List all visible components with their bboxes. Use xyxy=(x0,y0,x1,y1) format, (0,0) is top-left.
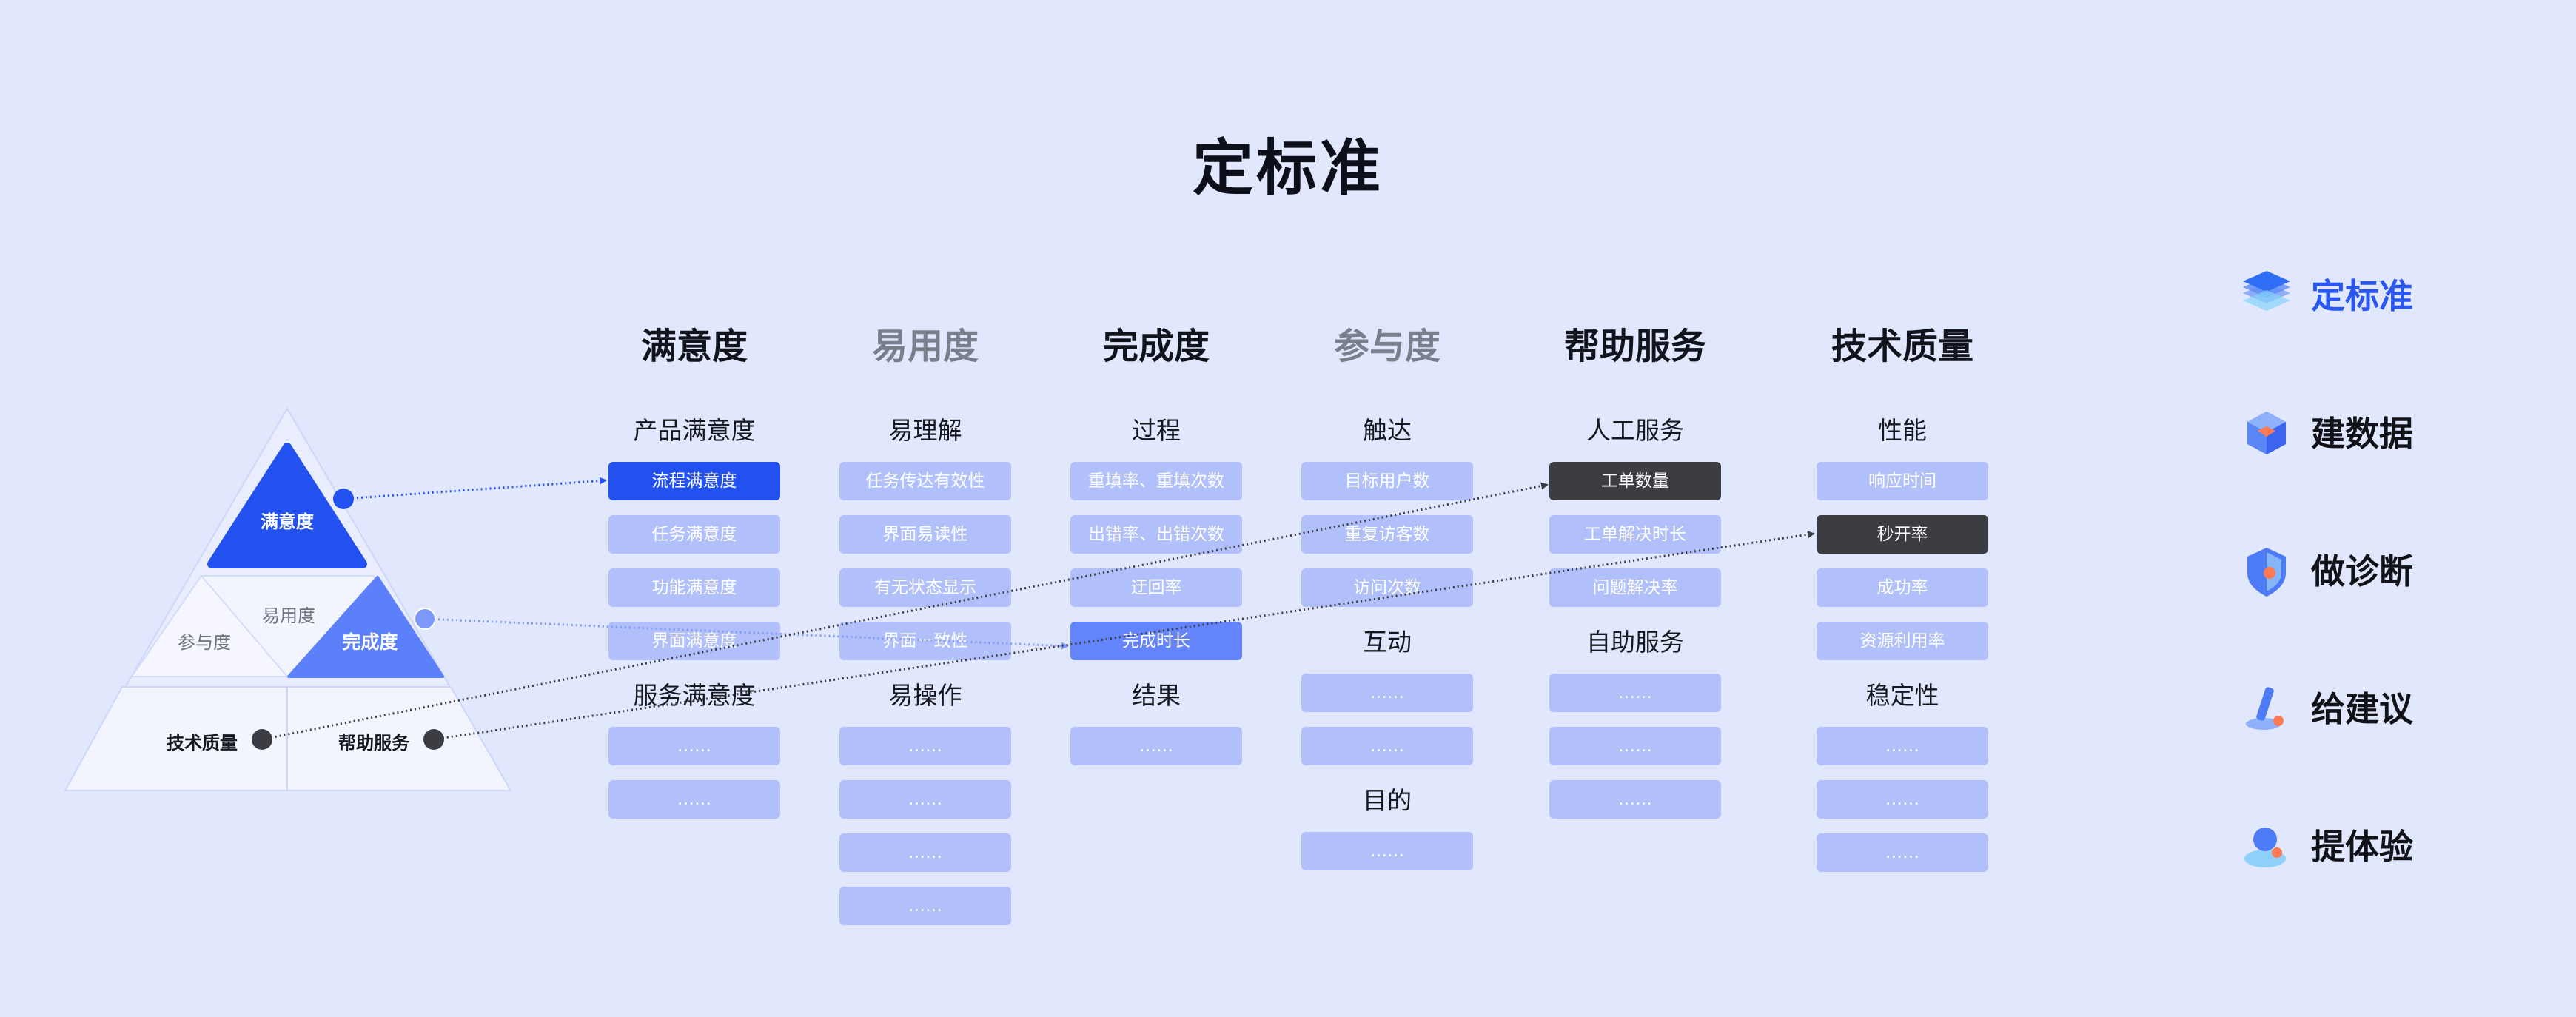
metric-item[interactable]: 任务满意度 xyxy=(608,515,780,554)
layers-icon xyxy=(2243,271,2290,311)
cube-icon xyxy=(2247,412,2286,454)
nav-label: 给建议 xyxy=(2311,689,2413,729)
metric-item[interactable]: 界面易读性 xyxy=(839,515,1011,554)
column-heading: 满意度 xyxy=(640,326,748,367)
metric-item[interactable]: 响应时间 xyxy=(1817,462,1988,500)
group-title: 人工服务 xyxy=(1586,416,1684,445)
group-title: 互动 xyxy=(1363,628,1412,657)
metric-item[interactable]: …… xyxy=(1301,832,1473,870)
nav-item-diagnose[interactable]: 做诊断 xyxy=(2237,542,2459,601)
metric-item[interactable]: 成功率 xyxy=(1817,568,1988,607)
metric-item[interactable]: 访问次数 xyxy=(1301,568,1473,607)
metric-item[interactable]: 目标用户数 xyxy=(1301,462,1473,500)
group-title: 过程 xyxy=(1132,416,1181,445)
nav-item-advice[interactable]: 给建议 xyxy=(2237,679,2459,739)
column-heading: 完成度 xyxy=(1102,326,1210,367)
person-icon xyxy=(2244,828,2286,867)
page-title: 定标准 xyxy=(1192,133,1383,204)
pyramid-label-engagement: 参与度 xyxy=(178,632,231,653)
help-service-dot xyxy=(423,729,444,750)
metric-item[interactable]: 工单数量 xyxy=(1549,462,1721,500)
group-title: 产品满意度 xyxy=(633,416,756,445)
nav-item-standards[interactable]: 定标准 xyxy=(2237,266,2459,326)
pyramid-label-usability: 易用度 xyxy=(262,605,315,626)
group-title: 易理解 xyxy=(888,416,962,445)
satisfaction-dot xyxy=(333,489,354,509)
pyramid-label-completion: 完成度 xyxy=(342,631,398,653)
metric-item[interactable]: 界面满意度 xyxy=(608,622,780,660)
nav-label: 做诊断 xyxy=(2311,551,2413,591)
column-heading: 易用度 xyxy=(871,326,979,367)
metric-item[interactable]: 资源利用率 xyxy=(1817,622,1988,660)
metric-item[interactable]: …… xyxy=(608,780,780,819)
metric-item[interactable]: 问题解决率 xyxy=(1549,568,1721,607)
metric-item[interactable]: …… xyxy=(839,780,1011,819)
metric-item[interactable]: 重填率、重填次数 xyxy=(1070,462,1242,500)
metric-item[interactable]: 界面一致性 xyxy=(839,622,1011,660)
nav-label: 提体验 xyxy=(2311,827,2413,867)
metric-item[interactable]: …… xyxy=(1817,780,1988,819)
group-title: 稳定性 xyxy=(1865,681,1939,710)
nav-item-data[interactable]: 建数据 xyxy=(2237,404,2459,463)
metric-item[interactable]: 任务传达有效性 xyxy=(839,462,1011,500)
metric-item[interactable]: 有无状态显示 xyxy=(839,568,1011,607)
metric-item[interactable]: …… xyxy=(839,833,1011,872)
metric-item[interactable]: 功能满意度 xyxy=(608,568,780,607)
shield-icon xyxy=(2247,548,2286,597)
pen-icon xyxy=(2246,687,2284,730)
column-heading: 参与度 xyxy=(1333,326,1440,367)
pyramid-label-help-service: 帮助服务 xyxy=(338,733,409,753)
column-heading: 技术质量 xyxy=(1831,326,1973,367)
metric-item[interactable]: 重复访客数 xyxy=(1301,515,1473,554)
column-heading: 帮助服务 xyxy=(1563,326,1706,367)
metric-item[interactable]: 出错率、出错次数 xyxy=(1070,515,1242,554)
metric-item[interactable]: 迂回率 xyxy=(1070,568,1242,607)
metric-item[interactable]: …… xyxy=(839,887,1011,925)
nav-item-experience[interactable]: 提体验 xyxy=(2237,817,2459,876)
completion-dot xyxy=(414,608,436,630)
metric-item[interactable]: …… xyxy=(1549,780,1721,819)
metric-item[interactable]: …… xyxy=(1817,833,1988,872)
metric-item[interactable]: …… xyxy=(1549,727,1721,765)
nav-label: 定标准 xyxy=(2311,276,2413,316)
group-title: 自助服务 xyxy=(1586,628,1684,657)
metric-item[interactable]: …… xyxy=(1817,727,1988,765)
group-title: 性能 xyxy=(1878,416,1927,445)
metric-item[interactable]: …… xyxy=(608,727,780,765)
metric-item[interactable]: 工单解决时长 xyxy=(1549,515,1721,554)
group-title: 服务满意度 xyxy=(633,681,756,710)
group-title: 触达 xyxy=(1363,416,1412,445)
metric-item[interactable]: 完成时长 xyxy=(1070,622,1242,660)
group-title: 结果 xyxy=(1132,681,1181,710)
metric-item[interactable]: 秒开率 xyxy=(1817,515,1988,554)
group-title: 目的 xyxy=(1363,786,1412,815)
pyramid-label-satisfaction: 满意度 xyxy=(261,511,314,532)
tech-quality-dot xyxy=(252,729,272,750)
metric-item[interactable]: 流程满意度 xyxy=(608,462,780,500)
middle-left-segment xyxy=(130,574,289,677)
metric-item[interactable]: …… xyxy=(1301,727,1473,765)
metric-item[interactable]: …… xyxy=(839,727,1011,765)
metric-item[interactable]: …… xyxy=(1301,674,1473,712)
nav-label: 建数据 xyxy=(2311,414,2413,454)
pyramid-label-tech-quality: 技术质量 xyxy=(167,733,238,753)
metric-item[interactable]: …… xyxy=(1549,674,1721,712)
metric-item[interactable]: …… xyxy=(1070,727,1242,765)
group-title: 易操作 xyxy=(888,681,962,710)
